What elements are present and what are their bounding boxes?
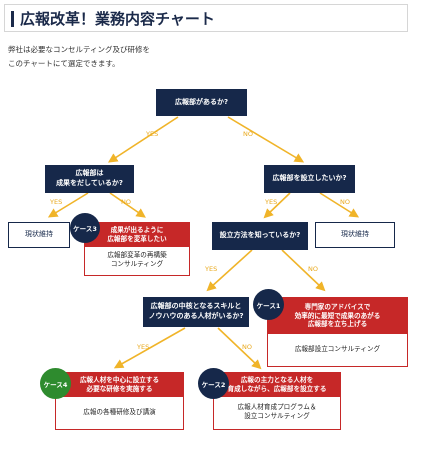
edge-label-q1-yes: YES [146,130,159,138]
page-title: 広報改革！業務内容チャート [20,10,215,28]
question-has-pr-dept: 広報部があるか? [156,89,247,116]
title-bar: 広報改革！業務内容チャート [4,4,408,32]
case3-card: 成果が出るように 広報部を変革したい 広報部変革の再構築 コンサルティング [84,222,190,276]
result-status-quo-left: 現状維持 [8,222,70,248]
case1-need: 専門家のアドバイスで 効率的に最短で成果のあがる 広報部を立ち上げる [268,298,407,334]
arrow-q4-no [281,249,326,292]
question-pr-results: 広報部は 成果をだしているか? [45,165,134,193]
edge-label-q2-yes: YES [50,198,63,206]
edge-label-q5-yes: YES [137,343,150,351]
question-know-method: 設立方法を知っているか? [212,222,308,250]
case2-service: 広報人材育成プログラム＆ 設立コンサルティング [237,403,317,420]
arrow-q2-yes [47,192,89,218]
arrow-q4-yes [206,249,253,292]
case4-badge: ケース4 [40,368,71,399]
question-want-establish: 広報部を設立したいか? [264,165,355,193]
edge-label-q1-no: NO [243,130,253,138]
arrow-q2-no [109,192,146,218]
title-accent-bar [11,11,14,27]
case1-card: 専門家のアドバイスで 効率的に最短で成果のあがる 広報部を立ち上げる 広報部設立… [267,297,408,367]
case3-service: 広報部変革の再構築 コンサルティング [107,251,167,268]
case1-service: 広報部設立コンサルティング [294,344,381,353]
case2-card: 広報の主力となる人材を 育成しながら、広報部を設立する 広報人材育成プログラム＆… [213,372,341,430]
case2-need: 広報の主力となる人材を 育成しながら、広報部を設立する [214,373,340,397]
question-core-talent: 広報部の中核となるスキルと ノウハウのある人材がいるか? [143,297,249,327]
case4-service: 広報の各種研修及び講演 [83,407,156,416]
case3-need: 成果が出るように 広報部を変革したい [85,223,189,247]
arrow-q3-no [319,192,360,218]
arrow-q5-yes [113,327,186,369]
intro-line-1: 弊社は必要なコンセルティング及び研修を [8,45,151,54]
edge-label-q3-yes: YES [265,198,278,206]
edge-label-q4-no: NO [308,265,318,273]
arrow-q3-yes [263,192,291,219]
arrow-q1-no [227,116,305,163]
case2-badge: ケース2 [198,368,229,399]
intro-line-2: このチャートにて選定できます。 [8,59,120,68]
case1-badge: ケース1 [253,289,284,320]
edge-label-q3-no: NO [340,198,350,206]
result-status-quo-right: 現状維持 [315,222,395,248]
arrow-q5-no [217,327,262,370]
edge-label-q2-no: NO [121,198,131,206]
arrow-q1-yes [107,116,179,163]
edge-label-q4-yes: YES [205,265,218,273]
case3-badge: ケース3 [70,213,100,243]
case4-card: 広報人材を中心に設立する 必要な研修を実施する 広報の各種研修及び講演 [55,372,184,430]
edge-label-q5-no: NO [242,343,252,351]
case4-need: 広報人材を中心に設立する 必要な研修を実施する [56,373,183,397]
